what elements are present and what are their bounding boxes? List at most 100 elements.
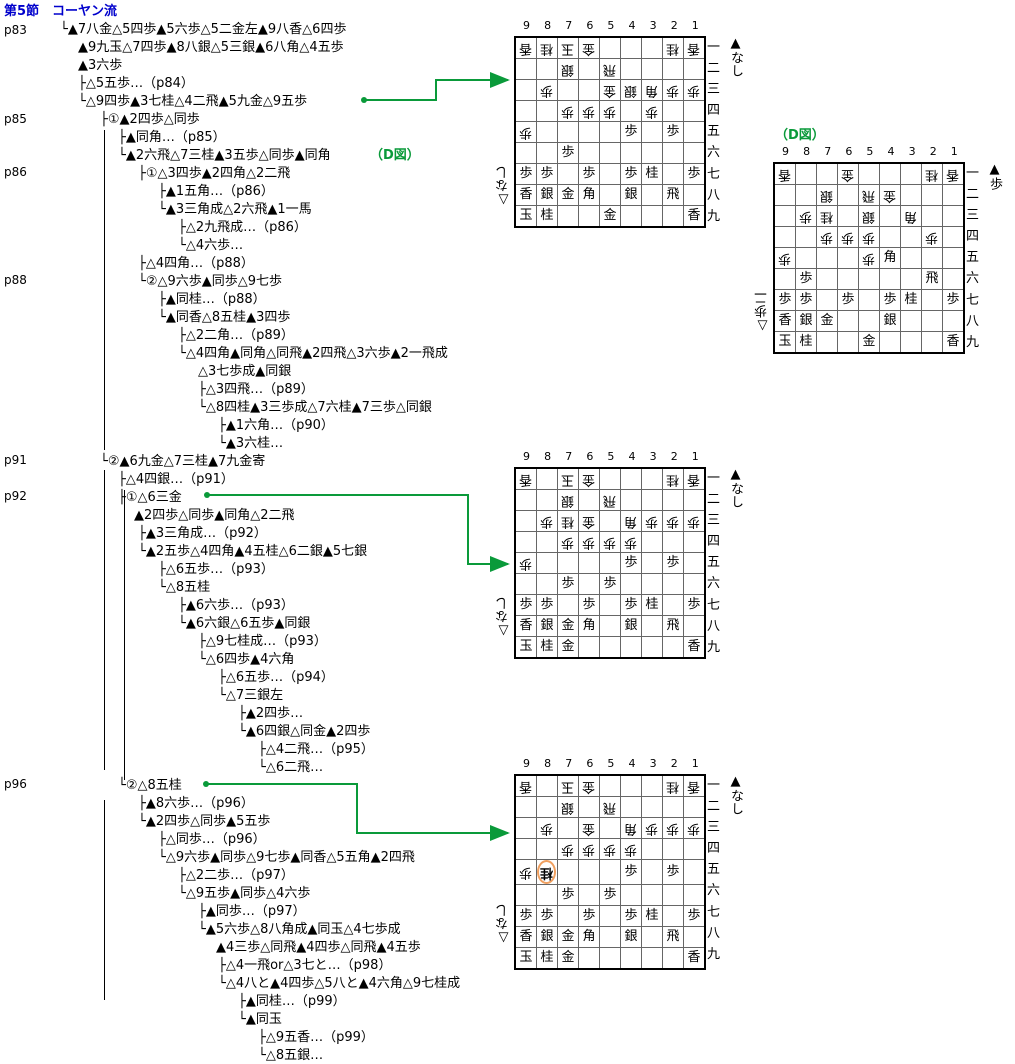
file-number: 4 bbox=[628, 19, 636, 32]
move-line: └△4六歩… bbox=[178, 238, 244, 253]
move-line: ├①▲2四歩△同歩 bbox=[100, 112, 200, 127]
rank-number: 二 bbox=[966, 187, 980, 203]
file-number: 2 bbox=[929, 145, 937, 158]
tree-connector bbox=[104, 130, 105, 450]
sente-hand: ▲なし bbox=[728, 774, 743, 815]
move-line: ├△9五香…（p99） bbox=[258, 1030, 374, 1045]
piece: 歩 bbox=[687, 908, 701, 923]
file-number: 5 bbox=[607, 19, 615, 32]
board-square: 金 bbox=[816, 310, 838, 332]
piece: 歩 bbox=[624, 908, 638, 923]
file-number: 7 bbox=[824, 145, 832, 158]
page-number-p88: p88 bbox=[4, 273, 27, 287]
file-number: 5 bbox=[866, 145, 874, 158]
piece: 歩 bbox=[582, 908, 596, 923]
page-number-p96: p96 bbox=[4, 777, 27, 791]
piece: 歩 bbox=[687, 166, 701, 181]
file-number: 9 bbox=[782, 145, 790, 158]
file-number: 1 bbox=[691, 19, 699, 32]
board-square: 歩 bbox=[773, 289, 796, 311]
rank-number: 三 bbox=[707, 820, 721, 836]
rank-number: 九 bbox=[707, 639, 721, 655]
page-title: 第5節 コーヤン流 bbox=[4, 4, 118, 19]
board-square: 角 bbox=[578, 615, 600, 637]
board-square: 歩 bbox=[620, 905, 642, 927]
piece: 歩 bbox=[624, 166, 638, 181]
piece: 銀 bbox=[883, 313, 897, 328]
file-number: 7 bbox=[565, 757, 573, 770]
board-square: 歩 bbox=[557, 573, 579, 595]
piece: 金 bbox=[561, 639, 575, 654]
board-square: 香 bbox=[514, 615, 537, 637]
piece: 銀 bbox=[624, 618, 638, 633]
rank-number: 六 bbox=[707, 145, 721, 161]
piece: 歩 bbox=[603, 887, 617, 902]
piece: 桂 bbox=[540, 208, 554, 223]
board-square bbox=[942, 310, 965, 332]
board-square: 角 bbox=[578, 926, 600, 948]
board-square: 桂 bbox=[536, 636, 558, 659]
move-line: └△9四歩▲3七桂△4二飛▲5九金△9五歩 bbox=[78, 94, 308, 109]
shogi-board: 香玉金桂香銀飛歩金角歩歩歩歩歩歩歩歩桂歩歩歩歩歩歩歩歩桂歩香銀金角銀飛玉桂金香 bbox=[514, 774, 706, 970]
piece: 歩 bbox=[799, 271, 813, 286]
piece: 歩 bbox=[666, 555, 680, 570]
piece: 飛 bbox=[666, 618, 680, 633]
board-square: 飛 bbox=[921, 268, 943, 290]
board-square: 歩 bbox=[683, 594, 706, 616]
board-square bbox=[662, 636, 684, 659]
move-line: ├▲1六角…（p90） bbox=[218, 418, 334, 433]
move-line: └△8五桂 bbox=[158, 580, 211, 595]
piece: 歩 bbox=[540, 908, 554, 923]
piece: 歩 bbox=[883, 292, 897, 307]
move-line: └②▲6九金△7三桂▲7九金寄 bbox=[100, 454, 266, 469]
shogi-board: 香玉金桂香銀飛歩桂金角歩歩歩歩歩歩歩歩歩歩歩歩歩歩歩歩桂歩香銀金角銀飛玉桂金香 bbox=[514, 467, 706, 659]
file-number: 1 bbox=[691, 757, 699, 770]
move-line: └②△8五桂 bbox=[118, 778, 182, 793]
piece: 歩 bbox=[561, 576, 575, 591]
piece: 玉 bbox=[778, 334, 792, 349]
piece: 香 bbox=[687, 208, 701, 223]
move-line: └▲6四銀△同金▲2四歩 bbox=[238, 724, 371, 739]
move-line: ├①△3四歩▲2四角△2二飛 bbox=[138, 166, 291, 181]
piece: 桂 bbox=[904, 292, 918, 307]
page-number-p83: p83 bbox=[4, 23, 27, 37]
file-number: 2 bbox=[670, 757, 678, 770]
shogi-board: 香金桂香銀飛金歩桂銀角歩歩歩歩歩歩角歩飛歩歩歩歩桂歩香銀金銀玉桂金香 bbox=[773, 162, 965, 354]
sente-hand: ▲なし bbox=[728, 467, 743, 508]
rank-labels: 一二三四五六七八九 bbox=[966, 163, 979, 353]
file-number: 3 bbox=[649, 19, 657, 32]
rank-number: 一 bbox=[707, 471, 721, 486]
rank-number: 八 bbox=[966, 313, 980, 329]
file-number: 9 bbox=[523, 757, 531, 770]
piece: 銀 bbox=[624, 929, 638, 944]
piece: 玉 bbox=[519, 950, 533, 965]
file-number: 6 bbox=[586, 757, 594, 770]
rank-number: 五 bbox=[966, 250, 980, 266]
move-line: ├△6五歩…（p94） bbox=[218, 670, 334, 685]
tree-connector bbox=[124, 490, 125, 780]
rank-number: 五 bbox=[707, 124, 721, 140]
move-line: ▲2四歩△同歩▲同角△2二飛 bbox=[134, 508, 295, 523]
piece: 銀 bbox=[540, 618, 554, 633]
board-square: 金 bbox=[557, 184, 579, 206]
file-number: 3 bbox=[908, 145, 916, 158]
move-line: ├▲2四歩… bbox=[238, 706, 304, 721]
board-square: 玉 bbox=[514, 636, 537, 659]
move-line: ├▲1五角…（p86） bbox=[158, 184, 274, 199]
d-figure-label: （D図） bbox=[775, 128, 825, 143]
rank-number: 七 bbox=[707, 904, 721, 920]
rank-number: 六 bbox=[707, 883, 721, 899]
board-square: 桂 bbox=[795, 331, 817, 354]
piece: 香 bbox=[687, 950, 701, 965]
move-line: ├▲同桂…（p88） bbox=[158, 292, 266, 307]
rank-number: 四 bbox=[707, 841, 721, 857]
piece: 歩 bbox=[582, 597, 596, 612]
board-square: 飛 bbox=[662, 184, 684, 206]
page-number-p86: p86 bbox=[4, 165, 27, 179]
arrow-1 bbox=[361, 72, 510, 103]
file-number: 5 bbox=[607, 450, 615, 463]
file-number: 3 bbox=[649, 757, 657, 770]
move-line: └②△9六歩▲同歩△9七歩 bbox=[138, 274, 283, 289]
piece: 金 bbox=[561, 618, 575, 633]
piece: 香 bbox=[519, 187, 533, 202]
